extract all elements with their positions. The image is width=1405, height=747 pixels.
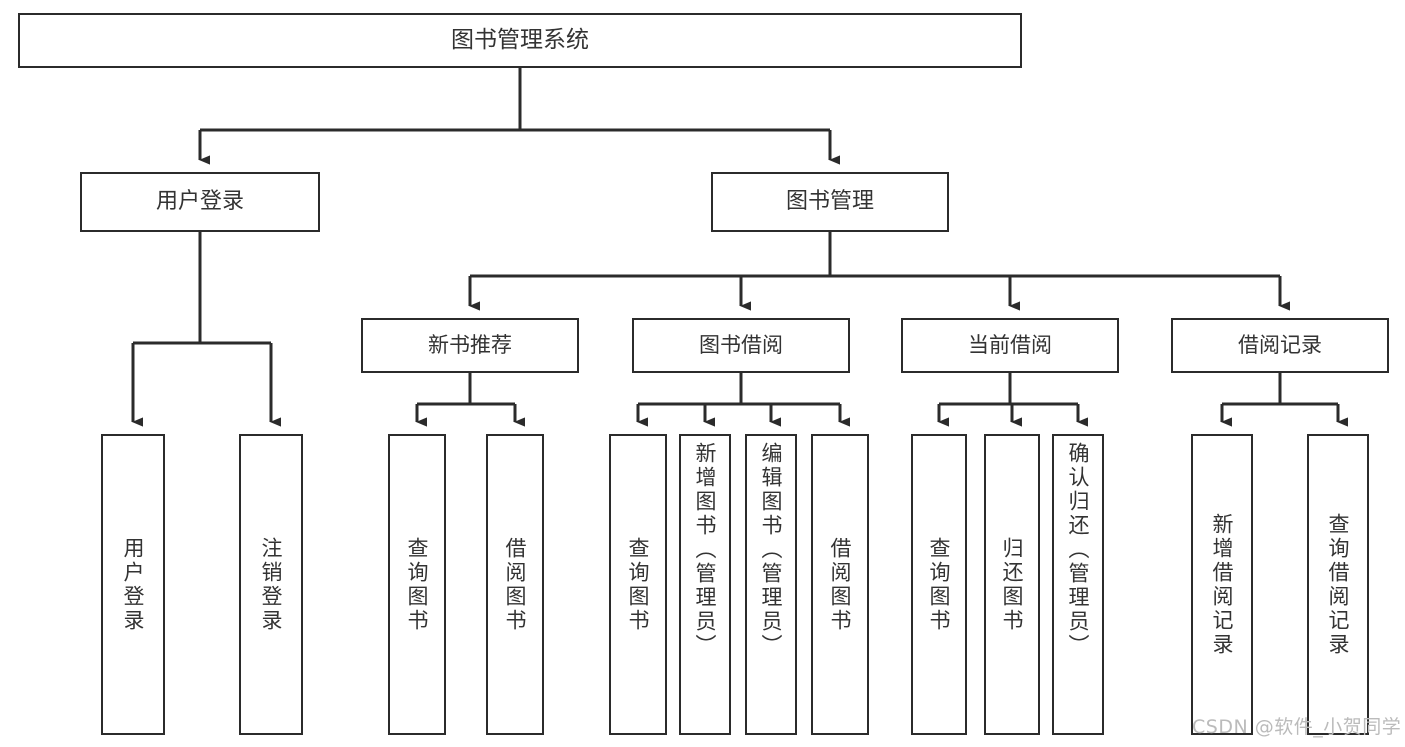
node-label: 查询图书 <box>927 536 952 633</box>
node-label: 借阅图书 <box>828 536 853 633</box>
node-new-book-recommend[interactable]: 新书推荐 <box>361 318 579 373</box>
leaf-add-book-admin[interactable]: 新增图书（管理员） <box>679 434 731 735</box>
leaf-confirm-return-admin[interactable]: 确认归还（管理员） <box>1052 434 1104 735</box>
leaf-return-book[interactable]: 归还图书 <box>984 434 1040 735</box>
node-label: 图书借阅 <box>699 332 783 357</box>
node-label: 用户登录 <box>155 188 244 214</box>
leaf-user-logout[interactable]: 注销登录 <box>239 434 303 735</box>
leaf-query-book-borrow[interactable]: 查询图书 <box>609 434 667 735</box>
node-label: 查询图书 <box>626 536 651 633</box>
node-label: 借阅图书 <box>503 536 528 633</box>
node-label: 新增借阅记录 <box>1210 512 1235 657</box>
node-label: 借阅记录 <box>1238 332 1322 357</box>
csdn-watermark: CSDN @软件_小贺同学 <box>1192 716 1402 738</box>
node-label: 新书推荐 <box>428 332 512 357</box>
node-label: 编辑图书（管理员） <box>759 442 784 658</box>
node-label: 查询图书 <box>405 536 430 633</box>
node-book-borrow[interactable]: 图书借阅 <box>632 318 850 373</box>
leaf-edit-book-admin[interactable]: 编辑图书（管理员） <box>745 434 797 735</box>
node-label: 归还图书 <box>1000 536 1025 633</box>
node-label: 用户登录 <box>121 536 146 633</box>
node-label: 图书管理系统 <box>451 26 589 53</box>
leaf-query-borrow-record[interactable]: 查询借阅记录 <box>1307 434 1369 735</box>
node-user-login[interactable]: 用户登录 <box>80 172 320 232</box>
node-borrow-record[interactable]: 借阅记录 <box>1171 318 1389 373</box>
node-label: 当前借阅 <box>968 332 1052 357</box>
node-current-borrow[interactable]: 当前借阅 <box>901 318 1119 373</box>
leaf-query-book-recommend[interactable]: 查询图书 <box>388 434 446 735</box>
node-book-management[interactable]: 图书管理 <box>711 172 949 232</box>
node-label: 图书管理 <box>785 188 874 214</box>
leaf-add-borrow-record[interactable]: 新增借阅记录 <box>1191 434 1253 735</box>
leaf-user-login[interactable]: 用户登录 <box>101 434 165 735</box>
node-label: 注销登录 <box>259 536 284 633</box>
node-root-book-management-system[interactable]: 图书管理系统 <box>18 13 1022 68</box>
leaf-query-book-current[interactable]: 查询图书 <box>911 434 967 735</box>
leaf-borrow-book-borrow[interactable]: 借阅图书 <box>811 434 869 735</box>
node-label: 查询借阅记录 <box>1326 512 1351 657</box>
leaf-borrow-book-recommend[interactable]: 借阅图书 <box>486 434 544 735</box>
node-label: 新增图书（管理员） <box>693 442 718 658</box>
node-label: 确认归还（管理员） <box>1066 442 1091 658</box>
